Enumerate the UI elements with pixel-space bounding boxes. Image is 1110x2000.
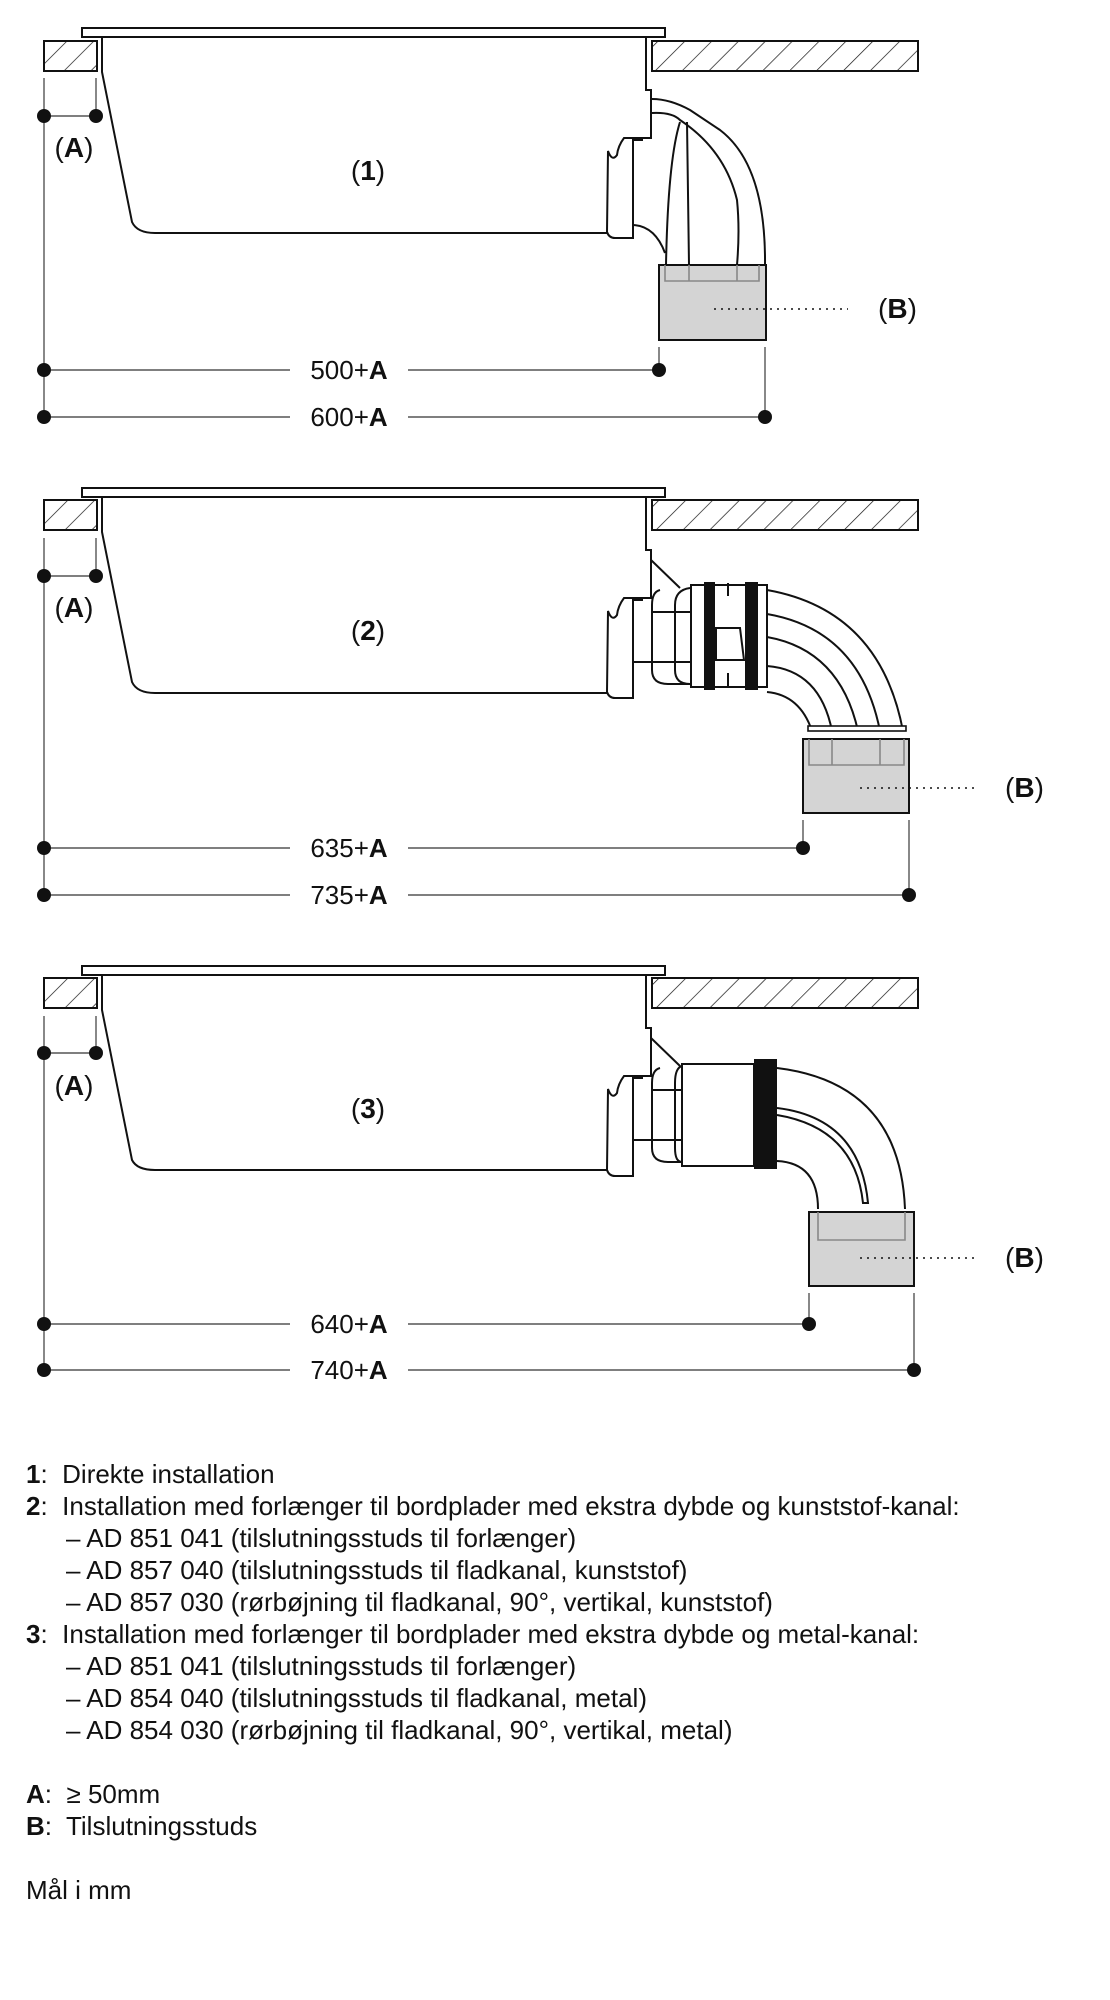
dim-point [89,1046,103,1060]
legend-subitem: – AD 857 030 (rørbøjning til fladkanal, … [66,1587,773,1617]
duct-elbow [632,98,767,266]
dim-point [758,410,772,424]
hob-body [101,37,608,234]
dim-inner-label: 640+A [310,1309,388,1339]
dim-point [37,363,51,377]
dim-point [37,1317,51,1331]
worktop-left [43,499,98,531]
duct-elbow [776,1067,906,1210]
dim-inner-label: 500+A [310,355,388,385]
legend-subitem: – AD 851 041 (tilslutningsstuds til forl… [66,1523,577,1553]
diagram-1: (B) (1) (A) 500+A 600+A [37,27,919,432]
legend-item-3: 3: Installation med forlænger til bordpl… [26,1619,920,1649]
note-a: A: ≥ 50mm [26,1779,161,1809]
dimensions [43,538,910,896]
extension-adapter [633,1037,683,1163]
connector-label: (B) [1005,772,1044,803]
gap-label: (A) [55,592,94,623]
seal-ring [745,582,758,690]
diagram-2: (B) (2) (A) 635+A 735+A [37,487,1044,910]
connector-label: (B) [878,293,917,324]
hob-body [101,497,608,694]
worktop-right [651,977,919,1009]
legend-subitem: – AD 854 040 (tilslutningsstuds til flad… [66,1683,647,1713]
legend-item-2: 2: Installation med forlænger til bordpl… [26,1491,960,1521]
installation-drawing: (B) (1) (A) 500+A 600+A [37,27,1044,1385]
legend-item-1: 1: Direkte installation [26,1459,275,1489]
legend-subitem: – AD 851 041 (tilslutningsstuds til forl… [66,1651,577,1681]
worktop-right [651,499,919,531]
diagram-3: (B) (3) (A) 640+A 740+A [37,965,1044,1385]
hob-body [101,975,608,1171]
dim-point [89,109,103,123]
dim-point [89,569,103,583]
dim-point [37,841,51,855]
legend-subitem: – AD 857 040 (tilslutningsstuds til flad… [66,1555,688,1585]
connector-b [658,264,767,341]
connector-b [802,738,910,814]
dim-outer-label: 740+A [310,1355,388,1385]
dim-inner-label: 635+A [310,833,388,863]
dim-outer-label: 600+A [310,402,388,432]
legend-subitem: – AD 854 030 (rørbøjning til fladkanal, … [66,1715,733,1745]
connector-label: (B) [1005,1242,1044,1273]
dim-point [902,888,916,902]
legend: 1: Direkte installation 2: Installation … [26,1458,960,1906]
diagram-label: (2) [351,615,385,646]
gap-label: (A) [55,1070,94,1101]
dim-point [37,569,51,583]
dimensions [43,1016,915,1371]
hob-right-wall [605,975,652,1177]
worktop-right [651,40,919,72]
dim-point [37,1363,51,1377]
hob-top-plate [81,965,666,976]
dim-point [802,1317,816,1331]
connector-b [808,1211,915,1287]
dimensions [43,78,766,418]
hob-right-wall [605,37,652,239]
diagram-label: (1) [351,155,385,186]
extension-adapter [633,559,691,685]
seal-ring [704,582,715,690]
gap-label: (A) [55,132,94,163]
diagram-label: (3) [351,1093,385,1124]
dim-point [907,1363,921,1377]
worktop-left [43,40,98,72]
dim-point [37,888,51,902]
note-b: B: Tilslutningsstuds [26,1811,258,1841]
dim-point [37,109,51,123]
hob-top-plate [81,27,666,38]
dim-point [37,410,51,424]
hob-top-plate [81,487,666,498]
dim-outer-label: 735+A [310,880,388,910]
dim-point [37,1046,51,1060]
dim-point [796,841,810,855]
duct-elbow [766,589,904,732]
hob-right-wall [605,497,652,699]
seal-ring [754,1059,777,1169]
units-note: Mål i mm [26,1875,132,1905]
worktop-left [43,977,98,1009]
extension-sleeve [681,1063,755,1167]
dim-point [652,363,666,377]
